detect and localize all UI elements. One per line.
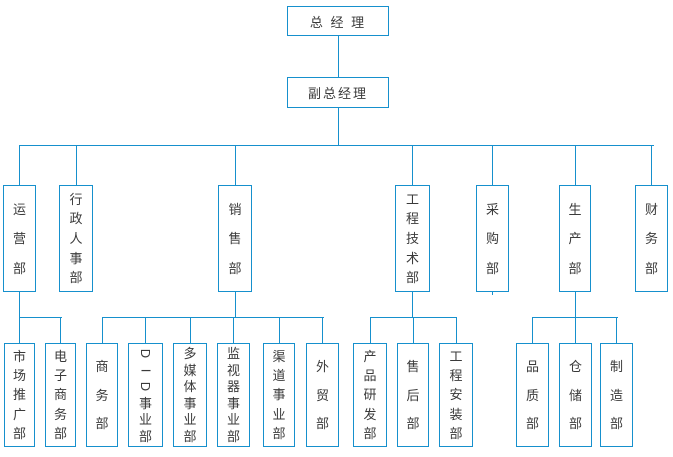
connector-line <box>369 317 371 343</box>
connector-line <box>575 317 576 343</box>
node-marketing-promotion: 市场推广部 <box>4 343 35 447</box>
connector-line <box>19 317 62 318</box>
node-label: 财务部 <box>644 201 658 276</box>
connector-line <box>651 145 652 185</box>
node-deputy-general-manager: 副总经理 <box>287 77 389 108</box>
node-label: 生产部 <box>568 201 582 276</box>
node-label: 运营部 <box>12 201 26 276</box>
node-label: 售后部 <box>406 358 420 432</box>
connector-line <box>322 317 323 343</box>
node-label: 制造部 <box>609 358 623 432</box>
connector-line <box>492 145 493 185</box>
connector-line <box>337 108 339 145</box>
node-label: 仓储部 <box>568 358 582 432</box>
node-e-commerce: 电子商务部 <box>45 343 76 447</box>
node-after-sales: 售后部 <box>397 343 429 447</box>
connector-line <box>234 145 236 185</box>
connector-line <box>574 292 576 317</box>
node-label: 渠道事业部 <box>272 349 286 441</box>
node-channel-division: 渠道事业部 <box>263 343 295 447</box>
node-monitor-division: 监视器事业部 <box>217 343 250 447</box>
connector-line <box>370 317 457 318</box>
connector-line <box>574 145 576 185</box>
connector-line <box>233 317 234 343</box>
node-finance: 财务部 <box>635 185 668 292</box>
connector-line <box>337 36 339 77</box>
node-product-rd: 产品研发部 <box>353 343 387 447</box>
connector-line <box>412 145 413 185</box>
node-label: 多媒体事业部 <box>183 346 197 444</box>
node-label: 总 经 理 <box>309 14 367 30</box>
node-label: 工程技术部 <box>405 191 419 286</box>
connector-line <box>234 292 236 317</box>
connector-line <box>455 317 457 343</box>
node-label: 销售部 <box>228 201 242 276</box>
node-engineering-tech: 工程技术部 <box>395 185 430 292</box>
node-business: 商务部 <box>86 343 118 447</box>
node-label: 市场推广部 <box>12 349 26 441</box>
connector-line <box>101 317 103 343</box>
connector-line <box>19 292 20 317</box>
node-label: 外贸部 <box>315 358 329 432</box>
node-operations: 运营部 <box>3 185 36 292</box>
connector-line <box>278 317 280 343</box>
node-production: 生产部 <box>559 185 591 292</box>
connector-line <box>102 317 324 318</box>
node-engineering-install: 工程安装部 <box>439 343 473 447</box>
connector-line <box>189 317 191 343</box>
connector-line <box>532 317 533 343</box>
node-label: 产品研发部 <box>363 349 377 441</box>
connector-line <box>412 292 413 317</box>
connector-line <box>60 317 61 343</box>
node-manufacturing: 制造部 <box>600 343 633 447</box>
connector-line <box>492 292 493 295</box>
node-foreign-trade: 外贸部 <box>306 343 339 447</box>
node-label: 副总经理 <box>307 86 368 101</box>
connector-line <box>616 317 617 343</box>
node-label: 商务部 <box>95 358 109 432</box>
node-label: 电子商务部 <box>53 349 67 441</box>
node-label: 监视器事业部 <box>226 346 240 444</box>
node-label: 采购部 <box>485 201 499 276</box>
node-warehouse: 仓储部 <box>559 343 592 447</box>
node-sales: 销售部 <box>218 185 252 292</box>
node-quality: 品质部 <box>516 343 549 447</box>
connector-line <box>75 145 77 185</box>
node-label: 工程安装部 <box>449 349 463 441</box>
node-label: 行政人事部 <box>69 191 83 286</box>
node-admin-hr: 行政人事部 <box>59 185 93 292</box>
connector-line <box>412 317 414 343</box>
connector-line <box>19 145 654 146</box>
node-label: 品质部 <box>525 358 539 432</box>
connector-line <box>19 145 20 185</box>
connector-line <box>145 317 146 343</box>
node-multimedia-division: 多媒体事业部 <box>173 343 207 447</box>
connector-line <box>19 317 20 343</box>
node-purchasing: 采购部 <box>476 185 509 292</box>
node-general-manager: 总 经 理 <box>287 6 389 36</box>
